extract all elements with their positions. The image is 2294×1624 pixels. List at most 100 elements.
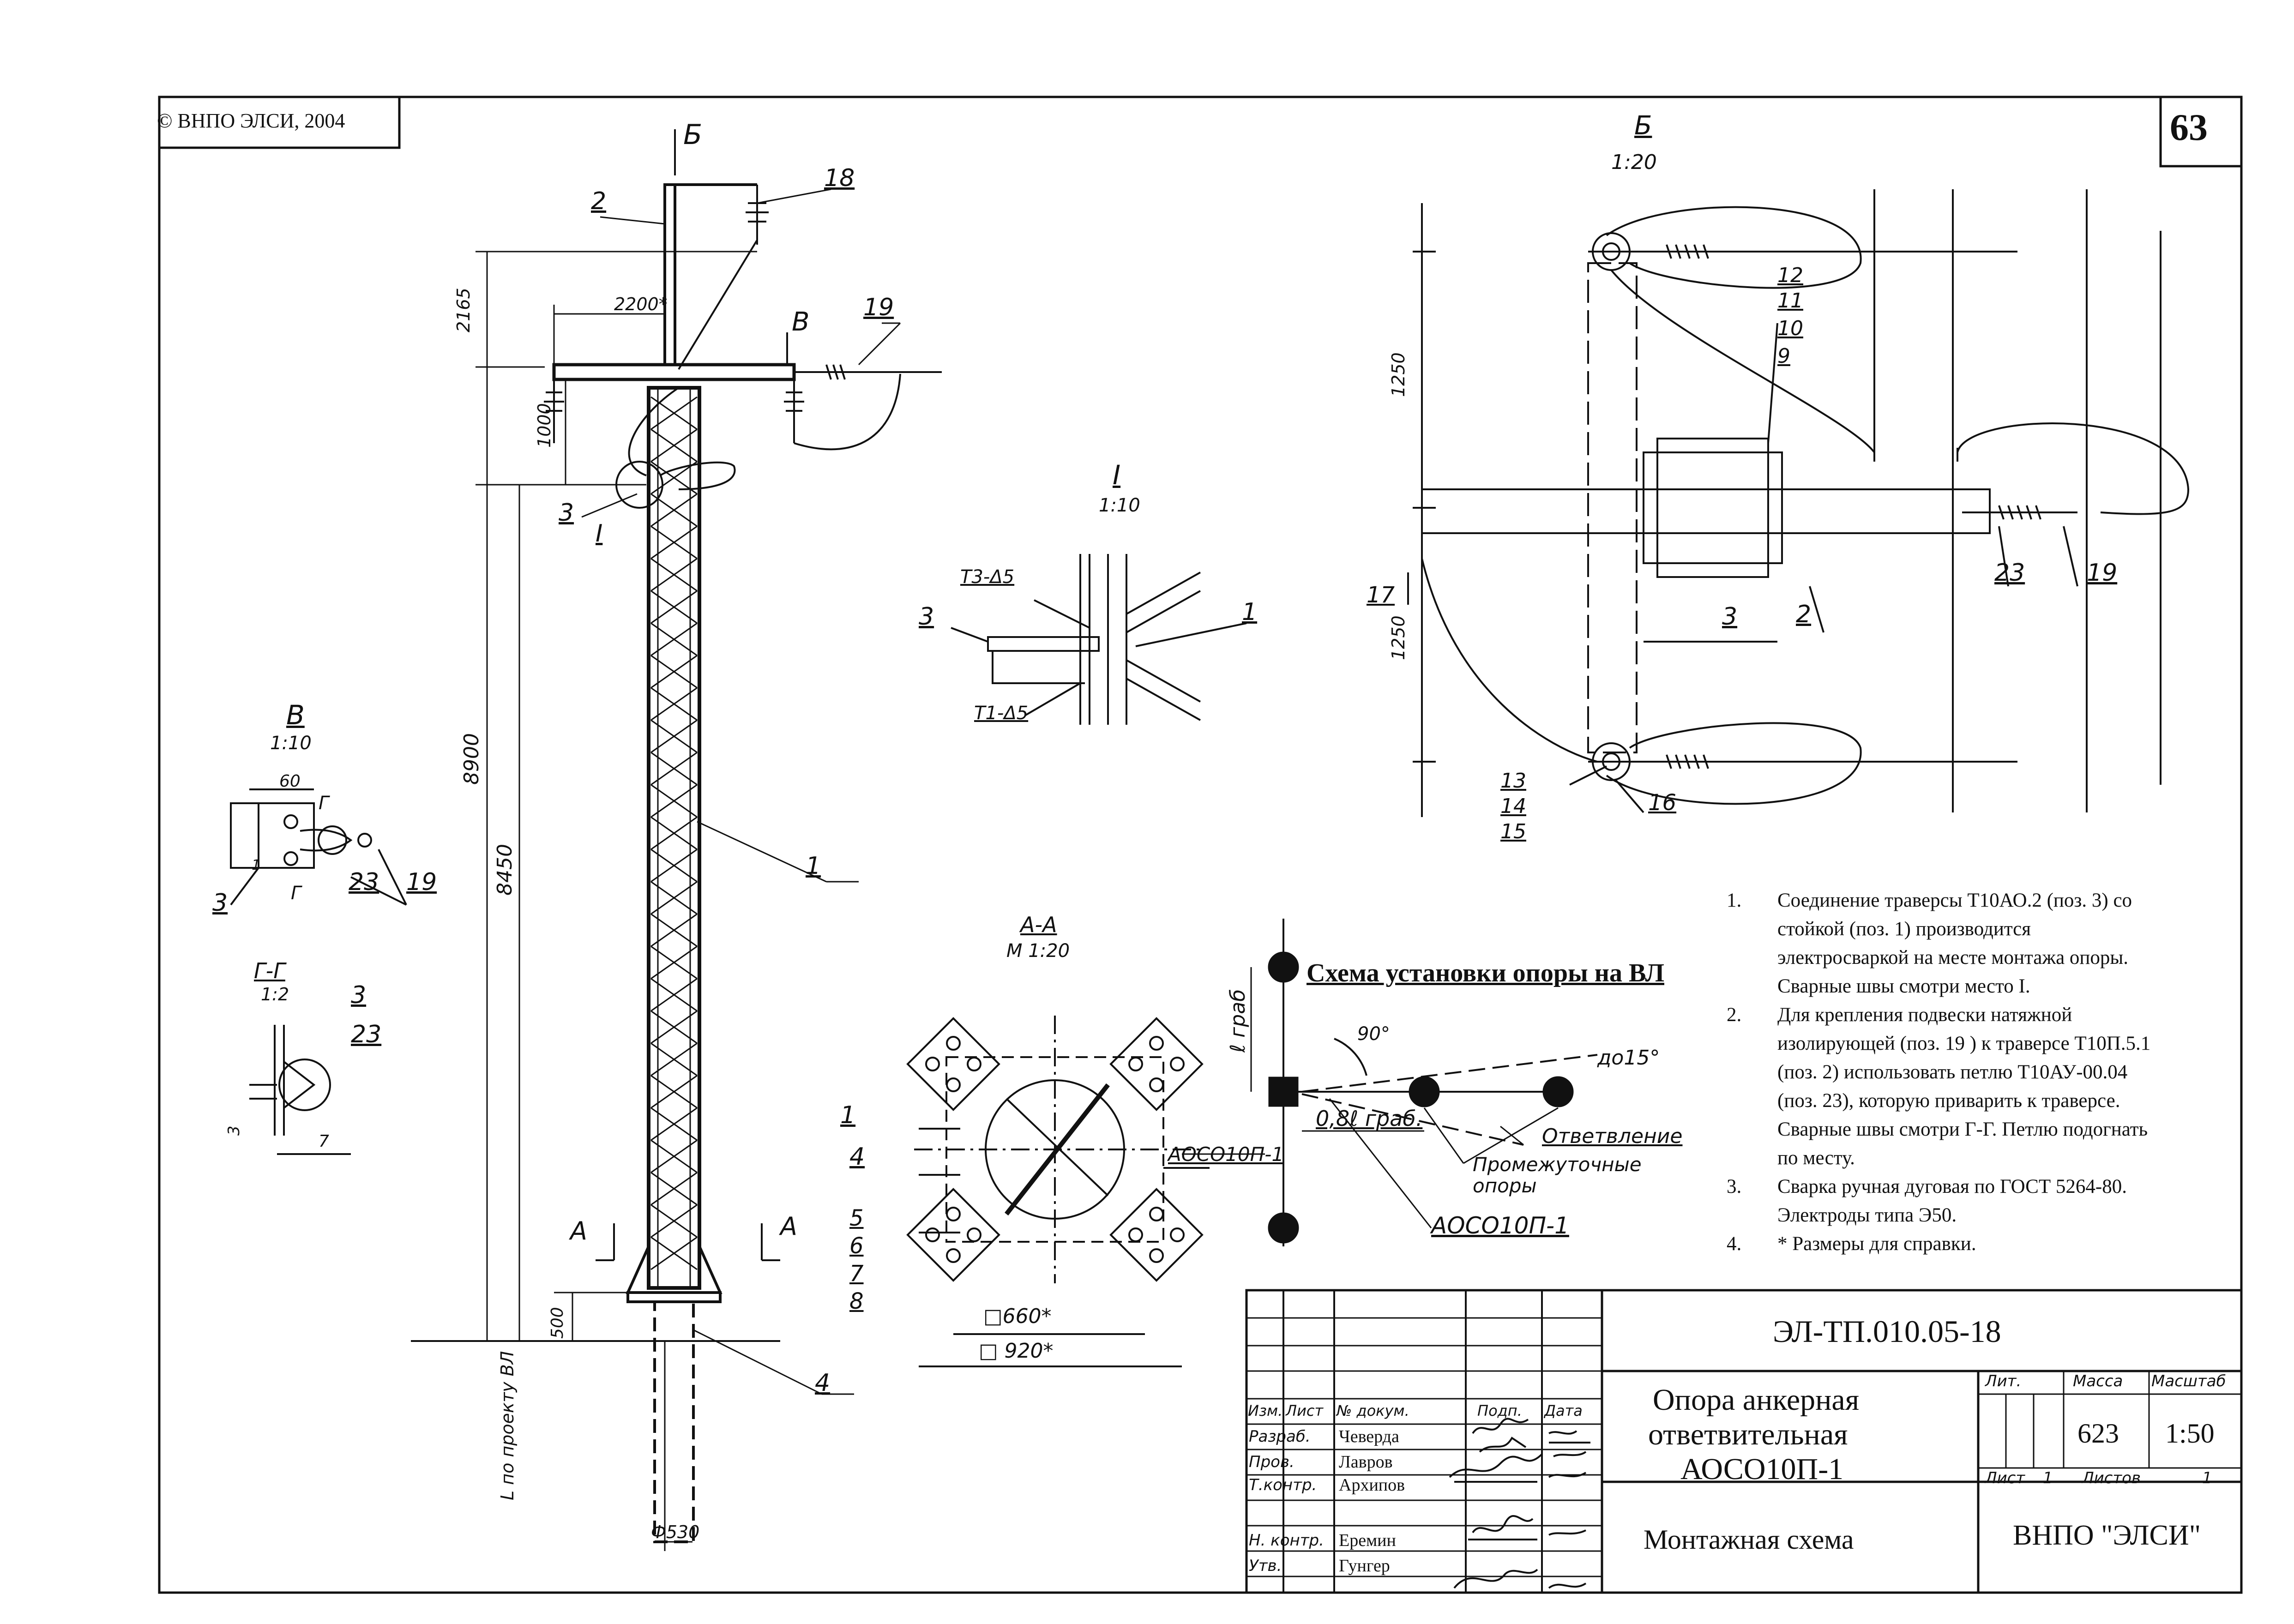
header-signature: Подп.	[1477, 1402, 1522, 1419]
note-number: 4.	[1727, 1233, 1742, 1255]
pos-19: 19	[863, 294, 894, 321]
note-item: 3. Сварка ручная дуговая по ГОСТ 5264-80…	[1727, 1173, 2262, 1230]
dim-1: 1	[252, 857, 261, 873]
pos-5: 5	[849, 1205, 864, 1231]
section-aa-title: А-А	[1020, 912, 1057, 937]
pos-3-detail: 3	[919, 603, 934, 631]
pos-14: 14	[1500, 794, 1526, 818]
pos-9: 9	[1777, 344, 1790, 368]
dim-60: 60	[279, 772, 301, 791]
pos-3: 3	[559, 499, 574, 527]
pos-12: 12	[1777, 264, 1803, 287]
pos-1: 1	[806, 852, 821, 880]
section-g-bottom-label: Г	[291, 883, 301, 904]
dim-920: □ 920*	[979, 1339, 1054, 1363]
pos-2-section-b: 2	[1796, 601, 1812, 628]
note-line: * Размеры для справки.	[1777, 1233, 1976, 1255]
dim-8900: 8900	[460, 733, 483, 785]
note-line: по месту.	[1777, 1147, 1855, 1169]
pos-23-section-b: 23	[1994, 559, 2025, 587]
note-item: 4. * Размеры для справки.	[1727, 1230, 2262, 1258]
note-item: 1. Соединение траверсы Т10АО.2 (поз. 3) …	[1727, 886, 2262, 1001]
dim-8450: 8450	[493, 844, 517, 896]
section-b-scale: 1:20	[1611, 150, 1657, 174]
note-line: Сварные швы смотри Г-Г. Петлю подогнать	[1777, 1119, 2148, 1140]
dim-1000: 1000	[534, 403, 554, 448]
pos-19-section-v: 19	[406, 868, 437, 896]
pos-18: 18	[824, 164, 855, 192]
dim-3: 3	[225, 1125, 243, 1136]
copyright-box	[158, 96, 401, 149]
dim-l-project: L по проекту ВЛ	[497, 1351, 518, 1500]
weld-t1: Т1-Δ5	[974, 703, 1029, 724]
header-date: Дата	[1544, 1402, 1583, 1419]
weld-t3: Т3-Δ5	[960, 566, 1015, 588]
note-item: 2. Для крепления подвески натяжной изоли…	[1727, 1001, 2262, 1173]
dim-2165: 2165	[453, 288, 474, 332]
pos-3-section-b: 3	[1722, 603, 1738, 631]
pos-8: 8	[849, 1288, 864, 1314]
pos-4: 4	[815, 1369, 831, 1397]
section-v-drawing	[230, 788, 407, 906]
pos-17: 17	[1367, 582, 1395, 608]
sheets-value: 1	[2202, 1469, 2212, 1487]
note-number: 1.	[1727, 890, 1742, 911]
pos-3-section-v: 3	[212, 889, 228, 917]
note-line: Сварные швы смотри место I.	[1777, 975, 2030, 997]
dim-500: 500	[548, 1307, 567, 1339]
note-number: 2.	[1727, 1004, 1742, 1026]
installation-scheme	[1182, 919, 1598, 1246]
pos-13: 13	[1500, 769, 1526, 793]
sheet-value: 1	[2043, 1469, 2053, 1487]
pos-6: 6	[849, 1233, 864, 1259]
copyright-label: © ВНПО ЭЛСИ, 2004	[157, 109, 345, 132]
note-line: (поз. 23), которую приварить к траверсе.	[1777, 1090, 2120, 1112]
sheets-label: Листов	[2082, 1469, 2141, 1487]
header-list: Лист	[1286, 1402, 1324, 1419]
view-v-arrow-label: В	[792, 307, 810, 337]
pos-2: 2	[591, 187, 607, 215]
dim-660: □660*	[983, 1305, 1052, 1328]
scale-label: Масштаб	[2151, 1372, 2226, 1390]
sheet-number: 63	[2170, 106, 2208, 148]
product-name-line-1: Опора анкерная	[1653, 1383, 1860, 1417]
section-aa-drawing	[906, 1016, 1210, 1367]
name-tech-control: Архипов	[1339, 1475, 1405, 1495]
pos-1-detail: 1	[1242, 598, 1258, 626]
pos-7: 7	[849, 1261, 864, 1287]
pos-4-section-aa: 4	[849, 1143, 865, 1171]
note-text: Для крепления подвески натяжной изолирую…	[1777, 1001, 2150, 1173]
note-line: стойкой (поз. 1) производится	[1777, 918, 2031, 940]
role-checker: Пров.	[1249, 1453, 1295, 1471]
note-text: * Размеры для справки.	[1777, 1230, 1976, 1258]
pos-15: 15	[1500, 820, 1526, 843]
pos-10: 10	[1777, 317, 1803, 340]
detail-i-title: I	[1113, 459, 1121, 491]
note-line: изолирующей (поз. 19 ) к траверсе Т10П.5…	[1777, 1033, 2151, 1054]
mass-value: 623	[2077, 1418, 2119, 1449]
product-name-line-2: ответвительная	[1648, 1418, 1848, 1451]
pole-elevation	[411, 129, 942, 1551]
scheme-branch-label: Ответвление	[1542, 1125, 1683, 1148]
signatures	[1449, 1418, 1590, 1589]
note-number: 3.	[1727, 1176, 1742, 1197]
note-line: Для крепления подвески натяжной	[1777, 1004, 2072, 1026]
section-v-title: В	[286, 699, 305, 731]
scheme-aoso-bottom: АОСО10П-1	[1431, 1212, 1569, 1239]
role-norm-control: Н. контр.	[1249, 1531, 1324, 1550]
dim-7: 7	[319, 1132, 329, 1151]
note-text: Соединение траверсы Т10АО.2 (поз. 3) со …	[1777, 886, 2132, 1001]
section-g-top-label: Г	[319, 793, 329, 814]
note-line: (поз. 2) использовать петлю Т10АУ-00.04	[1777, 1061, 2128, 1083]
note-line: электросваркой на месте монтажа опоры.	[1777, 947, 2129, 968]
section-gg-title: Г-Г	[254, 958, 285, 983]
header-izm: Изм.	[1248, 1402, 1283, 1419]
name-approver: Гунгер	[1339, 1556, 1390, 1576]
note-text: Сварка ручная дуговая по ГОСТ 5264-80. Э…	[1777, 1173, 2127, 1230]
doc-code: ЭЛ-ТП.010.05-18	[1773, 1314, 2001, 1349]
notes-block: 1. Соединение траверсы Т10АО.2 (поз. 3) …	[1727, 886, 2262, 1258]
lit-label: Лит.	[1985, 1372, 2022, 1390]
dim-530: Ф530	[651, 1522, 700, 1542]
dim-1250-upper: 1250	[1388, 352, 1409, 397]
scheme-title: Схема установки опоры на ВЛ	[1307, 959, 1664, 987]
